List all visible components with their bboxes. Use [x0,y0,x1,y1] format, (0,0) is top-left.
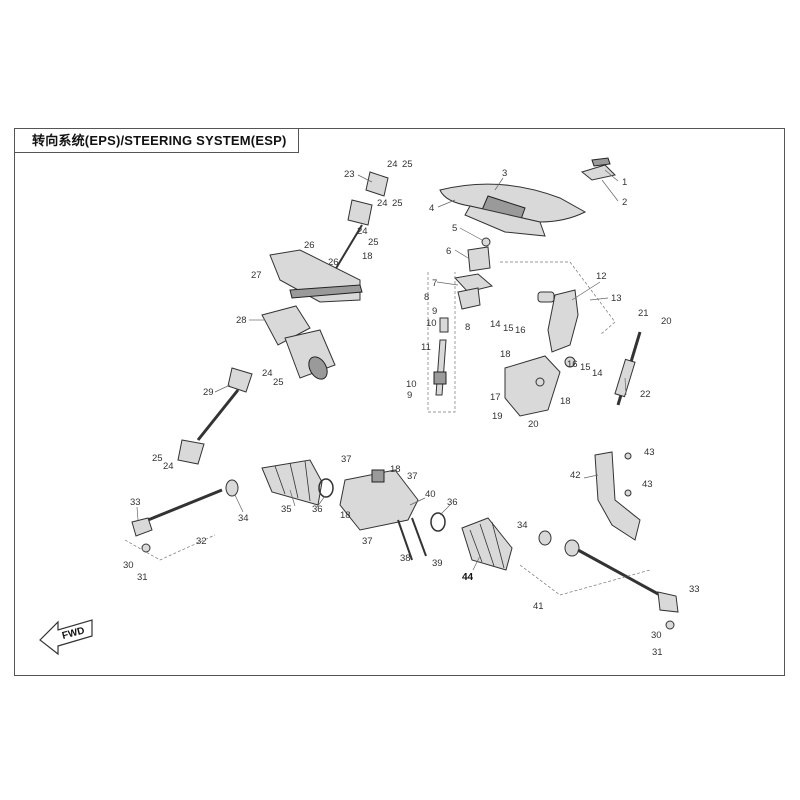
callout: 10 [406,379,417,390]
callout: 36 [312,504,323,515]
callout: 21 [638,308,649,319]
gas-strut [614,331,642,406]
callout: 14 [490,319,501,330]
callout: 12 [596,271,607,282]
callout: 34 [238,513,249,524]
horn-cap [580,157,617,181]
callout: 18 [500,349,511,360]
callout: 20 [661,316,672,327]
callout: 16 [515,325,526,336]
page-title: 转向系统(EPS)/STEERING SYSTEM(ESP) [32,133,287,148]
callout: 5 [452,223,457,234]
callout: 40 [425,489,436,500]
callout: 28 [236,315,247,326]
callout: 8 [424,292,429,303]
tilt-bracket [504,289,579,417]
callout: 33 [130,497,141,508]
callout: 18 [362,251,373,262]
right-boot [461,517,513,571]
callout: 25 [273,377,284,388]
diagram-frame [14,128,785,676]
callout: 9 [432,306,437,317]
callout: 10 [426,318,437,329]
callouts: 1 2 3 4 5 6 7 8 8 9 10 11 10 9 12 13 14 … [123,159,700,658]
callout: 25 [152,453,163,464]
callout: 1 [622,177,627,188]
callout: 34 [517,520,528,531]
fwd-arrow: FWD [39,619,93,656]
callout: 37 [362,536,373,547]
lower-shaft [177,367,253,465]
callout: 27 [251,270,262,281]
callout: 32 [196,536,207,547]
callout: 30 [123,560,134,571]
callout: 24 [387,159,398,170]
upper-universal-joint [334,171,389,271]
callout: 15 [580,362,591,373]
callout: 20 [528,419,539,430]
callout: 26 [328,257,339,268]
callout: 25 [368,237,379,248]
right-tie-rod [538,530,679,630]
steering-wheel [439,183,587,237]
callout: 15 [503,323,514,334]
callout: 8 [465,322,470,333]
callout: 4 [429,203,434,214]
leader-lines [136,169,627,571]
callout: 30 [651,630,662,641]
callout: 44 [462,572,474,583]
eps-motor [261,305,336,380]
callout: 7 [432,278,437,289]
mounting-bracket [269,249,363,303]
left-boot [261,459,334,506]
callout: 24 [262,368,273,379]
callout: 25 [392,198,403,209]
left-tie-rod [131,479,239,553]
callout: 18 [390,464,401,475]
callout: 43 [644,447,655,458]
callout: 13 [611,293,622,304]
callout: 35 [281,504,292,515]
title-box [14,128,299,153]
callout: 37 [341,454,352,465]
callout: 38 [400,553,411,564]
callout: 24 [357,226,368,237]
callout: 39 [432,558,443,569]
callout: 31 [137,572,148,583]
callout: 24 [163,461,174,472]
callout: 2 [622,197,627,208]
callout: 18 [560,396,571,407]
callout: 19 [492,411,503,422]
callout: 17 [490,392,501,403]
steering-column-upper [433,237,494,396]
callout: 33 [689,584,700,595]
callout: 14 [592,368,603,379]
callout: 22 [640,389,651,400]
callout: 36 [447,497,458,508]
callout: 3 [502,168,507,179]
callout: 6 [446,246,451,257]
callout: 25 [402,159,413,170]
callout: 41 [533,601,544,612]
callout: 24 [377,198,388,209]
callout: 31 [652,647,663,658]
callout: 9 [407,390,412,401]
callout: 37 [407,471,418,482]
callout: 18 [340,510,351,521]
callout: 26 [304,240,315,251]
steering-gear-housing [339,469,446,561]
callout: 29 [203,387,214,398]
pedal-bracket [594,451,641,541]
callout: 42 [570,470,581,481]
callout: 23 [344,169,355,180]
callout: 43 [642,479,653,490]
callout: 11 [421,342,431,353]
callout: 16 [567,359,578,370]
